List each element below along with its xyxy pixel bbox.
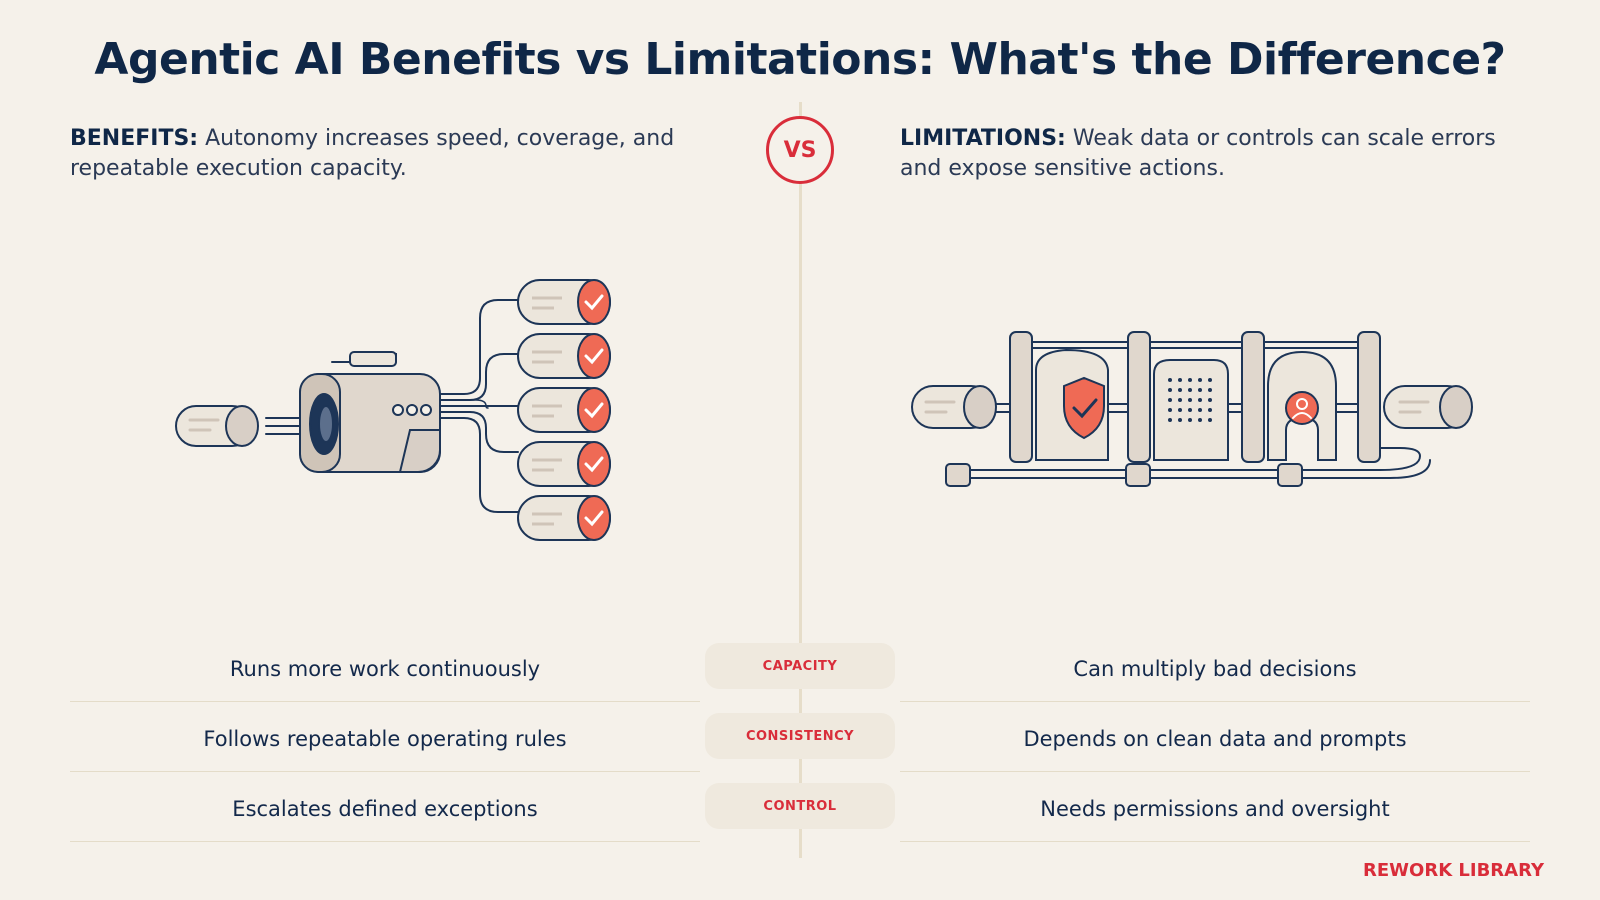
limitations-lead: LIMITATIONS: xyxy=(900,126,1066,151)
shield-gate xyxy=(1035,348,1109,461)
check-icon xyxy=(584,456,604,473)
limitations-intro: LIMITATIONS: Weak data or controls can s… xyxy=(900,124,1540,184)
benefits-lead: BENEFITS: xyxy=(70,126,199,151)
output-cylinder xyxy=(1383,385,1473,429)
shield-check-icon xyxy=(1063,376,1105,440)
benefit-row-capacity: Runs more work continuously xyxy=(70,636,700,702)
limitation-row-consistency: Depends on clean data and prompts xyxy=(900,706,1530,772)
category-pill-capacity: CAPACITY xyxy=(705,643,895,689)
input-cylinder xyxy=(911,385,997,429)
vs-badge: VS xyxy=(766,116,834,184)
limitations-illustration xyxy=(911,331,1473,487)
category-pill-control: CONTROL xyxy=(705,783,895,829)
limitation-row-control: Needs permissions and oversight xyxy=(900,776,1530,842)
benefit-row-control: Escalates defined exceptions xyxy=(70,776,700,842)
limitation-row-capacity: Can multiply bad decisions xyxy=(900,636,1530,702)
benefit-row-consistency: Follows repeatable operating rules xyxy=(70,706,700,772)
benefits-text: Autonomy increases speed, coverage, and … xyxy=(70,126,675,181)
output-cylinder-5 xyxy=(517,495,611,541)
filter-gate xyxy=(1153,359,1229,461)
page-title: Agentic AI Benefits vs Limitations: What… xyxy=(94,34,1506,85)
output-cylinder-3 xyxy=(517,387,611,433)
benefits-intro: BENEFITS: Autonomy increases speed, cove… xyxy=(70,124,710,184)
output-cylinder-4 xyxy=(517,441,611,487)
check-icon xyxy=(584,402,604,419)
output-cylinder-1 xyxy=(517,279,611,325)
check-icon xyxy=(584,510,604,527)
check-icon xyxy=(584,348,604,365)
input-cylinder xyxy=(175,405,259,447)
output-cylinder-2 xyxy=(517,333,611,379)
agent-engine xyxy=(299,351,441,473)
brand-logo: REWORK LIBRARY xyxy=(1363,860,1544,881)
user-gate xyxy=(1267,350,1337,461)
center-divider xyxy=(799,102,802,858)
category-pill-consistency: CONSISTENCY xyxy=(705,713,895,759)
limitations-text: Weak data or controls can scale errors a… xyxy=(900,126,1496,181)
check-icon xyxy=(584,294,604,311)
benefits-illustration xyxy=(175,279,611,541)
